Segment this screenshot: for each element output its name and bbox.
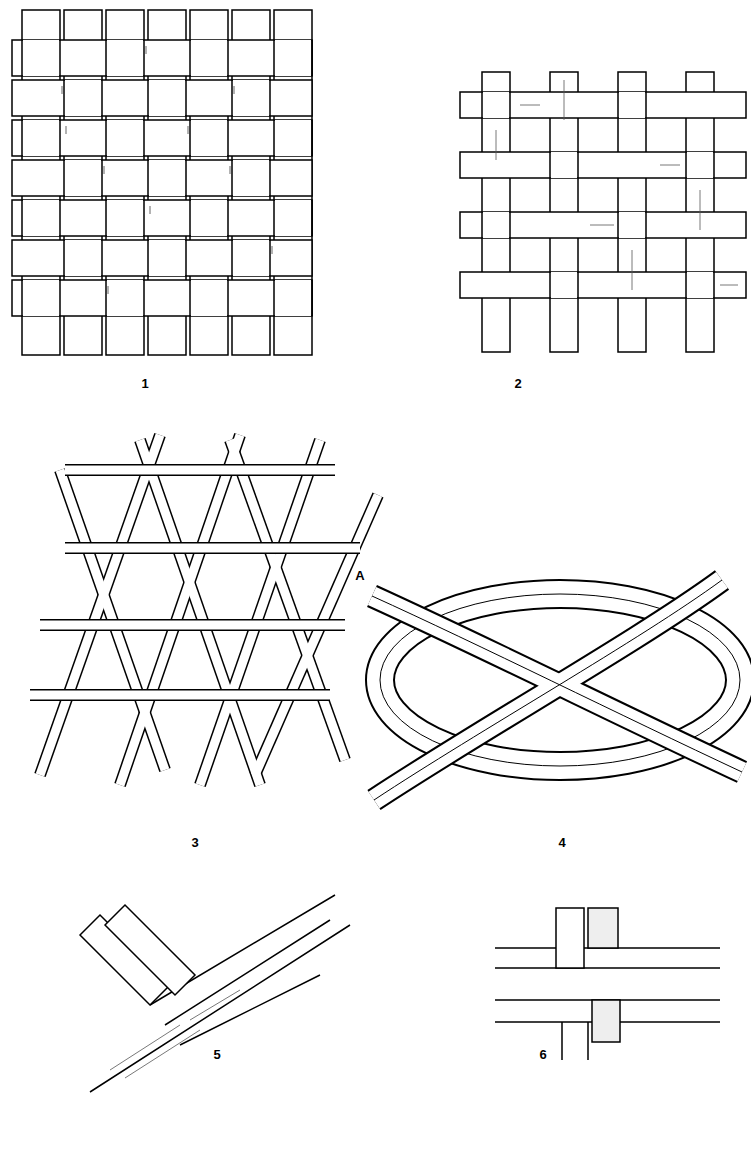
- over-cell-edges: [482, 92, 714, 298]
- over-cell-edges: [22, 40, 312, 316]
- over-cells: [483, 92, 713, 298]
- figure-number: 5: [211, 1048, 222, 1062]
- figure-6-strips: [495, 908, 720, 1060]
- strip-outline: [30, 470, 360, 695]
- figure-number: 4: [556, 836, 567, 850]
- strip-end: [562, 1022, 588, 1060]
- figure-4-knot: [372, 580, 742, 800]
- grain-lines: [496, 80, 738, 290]
- strip: [556, 908, 584, 968]
- strip: [588, 908, 618, 948]
- strip-groove: [372, 580, 742, 800]
- over-cells: [23, 40, 311, 316]
- figure-number: 6: [537, 1048, 548, 1062]
- strip-outline: [372, 580, 742, 800]
- figure-3-triaxial-weave: [30, 435, 378, 785]
- figure-number: A: [353, 569, 366, 583]
- hatching: [110, 990, 240, 1078]
- strip-fill: [30, 470, 360, 695]
- shading: [62, 46, 272, 294]
- diagonal-lines: [90, 895, 350, 1092]
- strip: [592, 1000, 620, 1042]
- figure-number: 1: [139, 377, 150, 391]
- strip-outline: [40, 435, 378, 785]
- figure-1-plain-weave: [12, 10, 312, 355]
- figure-5-fold: [80, 895, 350, 1092]
- folded-strip: [105, 905, 195, 995]
- figure-2-open-weave: [460, 72, 746, 352]
- strip-fill: [40, 435, 378, 785]
- figure-number: 2: [512, 377, 523, 391]
- horizontal-strips: [12, 40, 312, 316]
- strip-fill: [372, 580, 742, 800]
- figure-number: 3: [189, 836, 200, 850]
